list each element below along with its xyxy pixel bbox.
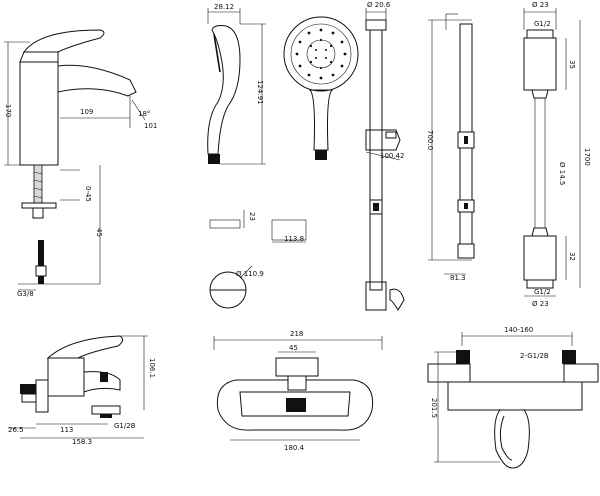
dim-rail-depth: 81.3 [450,274,466,282]
dim-hook-diameter: Ø 110.9 [236,270,264,278]
bath-top-body [447,381,583,411]
dim-hose-bottom-thread: G1/2 [534,288,551,296]
dim-hose-diameter: Ø 14.5 [558,162,566,185]
dim-hose-bottom-diameter: Ø 23 [532,300,549,308]
basin-mixer-fixing-plate [21,202,57,209]
slide-rail-bottom-mount [365,281,387,311]
bath-mixer-lever [46,335,124,359]
bath-mixer-top-view: 140-160 2-G1/2B 201.5 [427,326,599,469]
hand-shower-handle [308,89,334,151]
dim-bath-outlet-thread: G1/2B [114,422,136,430]
dim-inlet-thread: 2-G1/2B [520,352,549,360]
slide-rail-holder [365,129,401,151]
bath-mixer-body [47,357,85,397]
dim-hose-thread: G3/8 [17,290,34,298]
hose-top-cone [523,37,557,91]
dim-hose-length: 45 [95,228,103,237]
dim-hook-width: 113.8 [284,235,304,243]
dim-bath-spout-reach: 113 [60,426,73,434]
bath-top-inlet-left [456,350,470,364]
bath-mixer-front-lever [275,357,319,377]
slide-rail-front-view: 700.0 81.3 [426,13,475,282]
hose-body [534,97,546,229]
hand-shower-nozzles [295,28,347,80]
dim-basin-height: 170 [4,104,12,117]
dim-rail-diameter: Ø 20.6 [367,1,391,9]
dim-hose-top-diameter: Ø 23 [532,1,549,9]
bath-mixer-front-body [216,379,374,431]
bath-top-inlet-right [562,350,576,364]
dim-spout-height: 101 [144,122,157,130]
hook-side-profile [209,219,241,229]
basin-mixer-flex-hose [38,240,44,266]
slide-rail-drawing: Ø 20.6 100.42 [365,1,405,311]
basin-mixer-drawing: 170 109 18° 101 0-45 45 G3/8 [4,29,157,298]
bath-mixer-front-outlet [286,398,306,412]
dim-inlet-spacing: 140-160 [504,326,533,334]
dim-bath-mixer-height: 106.1 [148,358,156,378]
basin-mixer-spout [57,64,137,97]
dim-hose-bottom-length: 32 [568,252,576,261]
dim-spout-reach: 109 [80,108,93,116]
hand-shower-profile [207,25,241,155]
bath-mixer-diverter [91,405,121,415]
bath-mixer-inlet [20,384,36,394]
dim-bath-total-depth: 158.3 [72,438,92,446]
dim-hose-top-length: 35 [568,60,576,69]
hand-shower-side-view: 28.12 124.91 [207,3,266,165]
basin-mixer-body [19,61,59,166]
hook-front-profile [271,219,307,241]
shower-hook-drawing: 23 113.8 [209,210,307,243]
bath-mixer-side-view: 106.1 113 26.5 G1/2B 158.3 [8,335,156,446]
dim-hook-height: 23 [248,212,256,221]
dim-bath-top-depth: 201.5 [430,398,438,418]
dim-hand-shower-length: 124.91 [256,80,264,105]
basin-mixer-lever [23,29,105,53]
dim-rail-length: 700.0 [426,130,434,150]
dim-bath-wall-offset: 26.5 [8,426,24,434]
hand-shower-connector [208,154,220,164]
dim-hose-top-thread: G1/2 [534,20,551,28]
dim-hose-length: 1700 [583,148,591,166]
dim-deck-thickness: 0-45 [84,186,92,202]
dim-spout-angle: 18° [138,110,150,118]
shower-hose-drawing: Ø 23 G1/2 35 Ø 14.5 1700 32 G1/2 Ø 23 [523,1,591,308]
dim-bath-body-width: 180.4 [284,444,305,452]
dim-hand-shower-thickness: 28.12 [214,3,234,11]
bath-mixer-front-view: 218 45 180.4 [213,330,383,452]
hook-top-view: Ø 110.9 [209,265,264,309]
bath-top-spout [494,409,530,469]
dim-bath-total-width: 218 [290,330,303,338]
dim-holder-offset: 100.42 [380,152,405,160]
hand-shower-front-view [283,16,359,160]
hose-bottom-cone [523,235,557,281]
hand-shower-head [283,16,359,92]
dim-bath-lever-width: 45 [289,344,298,352]
